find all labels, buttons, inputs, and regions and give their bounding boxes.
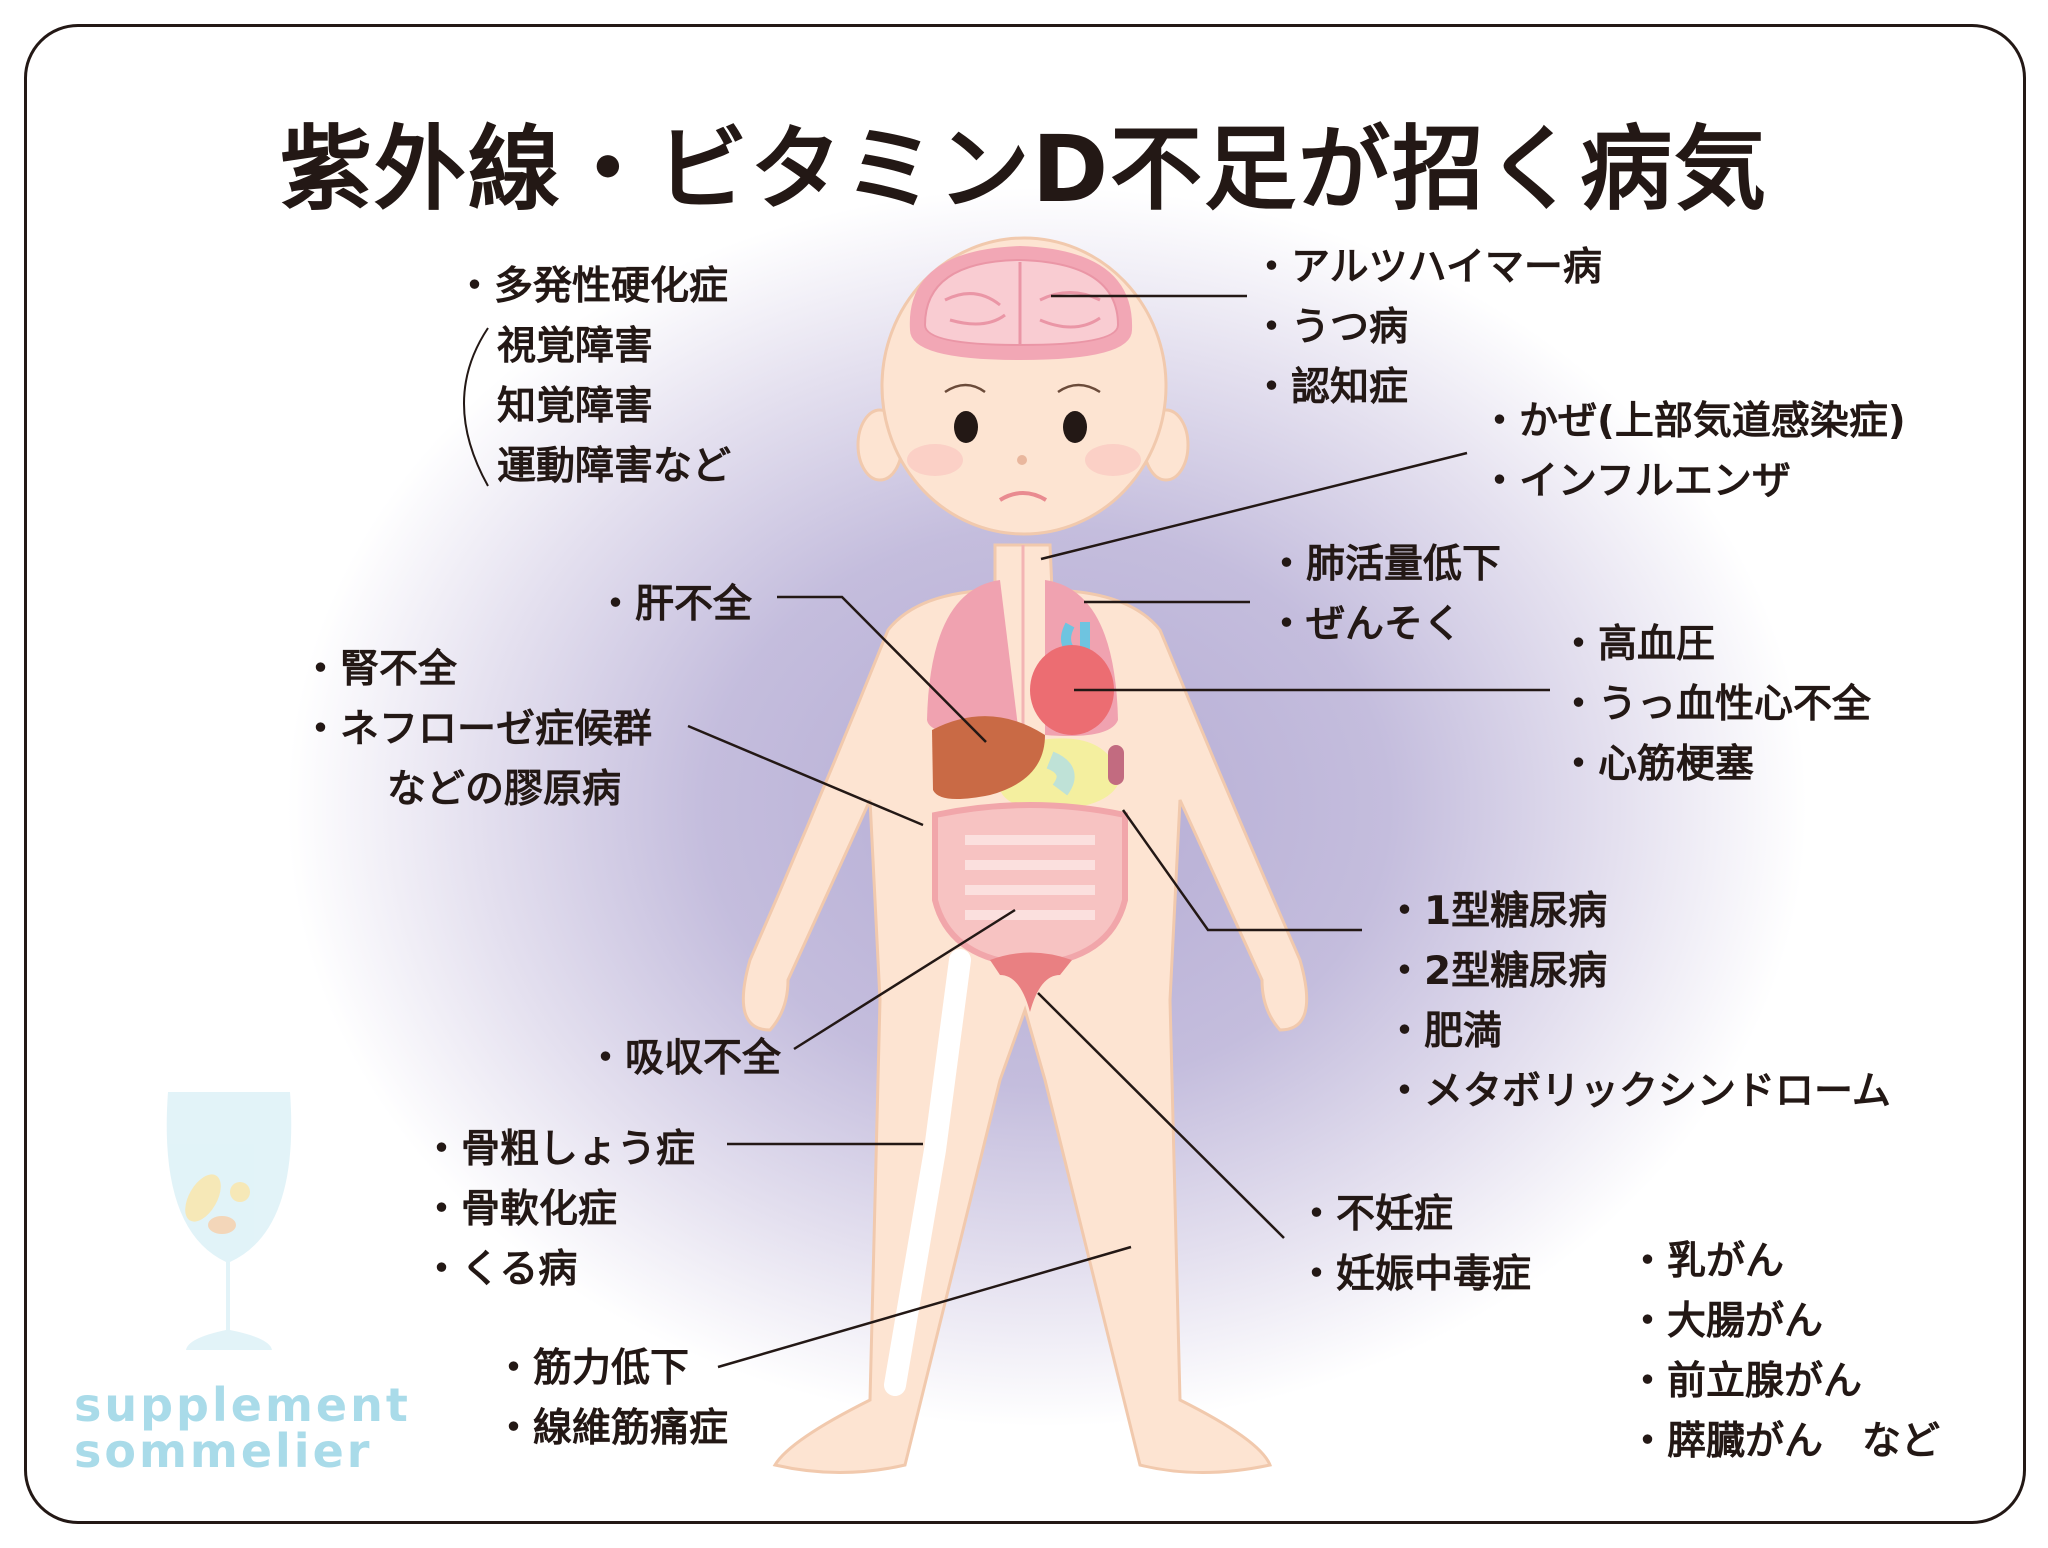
disease-label: ・かぜ(上部気道感染症) [1480, 399, 1906, 444]
disease-label: ・骨軟化症 [422, 1187, 618, 1232]
disease-label: ・骨粗しょう症 [422, 1127, 696, 1172]
disease-label: ・1型糖尿病 [1385, 889, 1608, 934]
disease-label: ・線維筋痛症 [494, 1406, 729, 1451]
disease-label: ・妊娠中毒症 [1297, 1252, 1532, 1297]
heart-group: ・高血圧 ・うっ血性心不全 ・心筋梗塞 [1559, 615, 1871, 795]
lung-group: ・肺活量低下 ・ぜんそく [1267, 535, 1501, 655]
disease-label: ・高血圧 [1559, 622, 1716, 667]
disease-label: ・アルツハイマー病 [1252, 245, 1602, 290]
liver-group: ・肝不全 [596, 575, 752, 635]
bone-group: ・骨粗しょう症 ・骨軟化症 ・くる病 [422, 1120, 695, 1300]
disease-label: ・ネフローゼ症候群 [301, 707, 653, 752]
disease-label: ・ぜんそく [1267, 602, 1463, 647]
logo-line2: sommelier [74, 1424, 373, 1478]
intestine-icon [932, 802, 1128, 969]
page-title: 紫外線・ビタミンD不足が招く病気 [279, 116, 1769, 223]
disease-label: ・不妊症 [1297, 1192, 1454, 1237]
disease-label: ・膵臓がん など [1628, 1419, 1941, 1464]
face [944, 383, 1101, 502]
left-lung [927, 580, 1019, 736]
disease-label: ・乳がん [1628, 1239, 1785, 1284]
brain-group: ・アルツハイマー病 ・うつ病 ・認知症 [1252, 238, 1602, 418]
intestine-group: ・吸収不全 [586, 1029, 781, 1089]
disease-label: 視覚障害 [497, 324, 654, 369]
kidney [1108, 745, 1124, 785]
reproductive-group: ・不妊症 ・妊娠中毒症 [1297, 1185, 1531, 1305]
disease-label: ・多発性硬化症 [455, 264, 729, 309]
heart-icon [1030, 645, 1114, 735]
disease-label: ・吸収不全 [586, 1036, 782, 1081]
disease-label: ・うつ病 [1252, 305, 1409, 350]
cheek [907, 444, 963, 476]
liver-icon [932, 716, 1045, 799]
cancer-group: ・乳がん ・大腸がん ・前立腺がん ・膵臓がん など [1628, 1232, 1940, 1472]
leg-bone [884, 949, 971, 1396]
disease-label: ・くる病 [422, 1247, 578, 1292]
disease-label: ・筋力低下 [494, 1346, 690, 1391]
cheek [1085, 444, 1141, 476]
disease-label: ・うっ血性心不全 [1559, 682, 1872, 727]
muscle-group: ・筋力低下 ・線維筋痛症 [494, 1339, 728, 1459]
disease-label: 運動障害など [497, 444, 732, 489]
disease-label: ・前立腺がん [1628, 1359, 1863, 1404]
leader-lines [463, 294, 1550, 1369]
logo-line1: supplement [74, 1378, 411, 1432]
metabolic-group: ・1型糖尿病 ・2型糖尿病 ・肥満 ・メタボリックシンドローム [1385, 882, 1891, 1122]
disease-label: 知覚障害 [497, 384, 654, 429]
disease-label: などの膠原病 [387, 767, 622, 812]
disease-label: ・認知症 [1252, 365, 1409, 410]
disease-label: ・腎不全 [301, 647, 458, 692]
logo-glass-icon [166, 1092, 292, 1350]
disease-label: ・大腸がん [1628, 1299, 1824, 1344]
uterus [990, 952, 1072, 1012]
disease-label: ・2型糖尿病 [1385, 949, 1608, 994]
disease-label: ・肺活量低下 [1267, 542, 1502, 587]
respiratory-group: ・かぜ(上部気道感染症) ・インフルエンザ [1480, 392, 1906, 512]
disease-label: ・肝不全 [596, 582, 753, 627]
disease-label: ・肥満 [1385, 1009, 1503, 1054]
brain-icon [909, 246, 1133, 360]
logo: supplement sommelier [74, 1382, 411, 1474]
neuro-group: ・多発性硬化症 視覚障害 知覚障害 運動障害など [455, 257, 731, 497]
disease-label: ・メタボリックシンドローム [1385, 1069, 1891, 1114]
disease-label: ・インフルエンザ [1480, 459, 1791, 504]
kidney-group: ・腎不全 ・ネフローゼ症候群 などの膠原病 [301, 640, 652, 820]
disease-label: ・心筋梗塞 [1559, 742, 1755, 787]
